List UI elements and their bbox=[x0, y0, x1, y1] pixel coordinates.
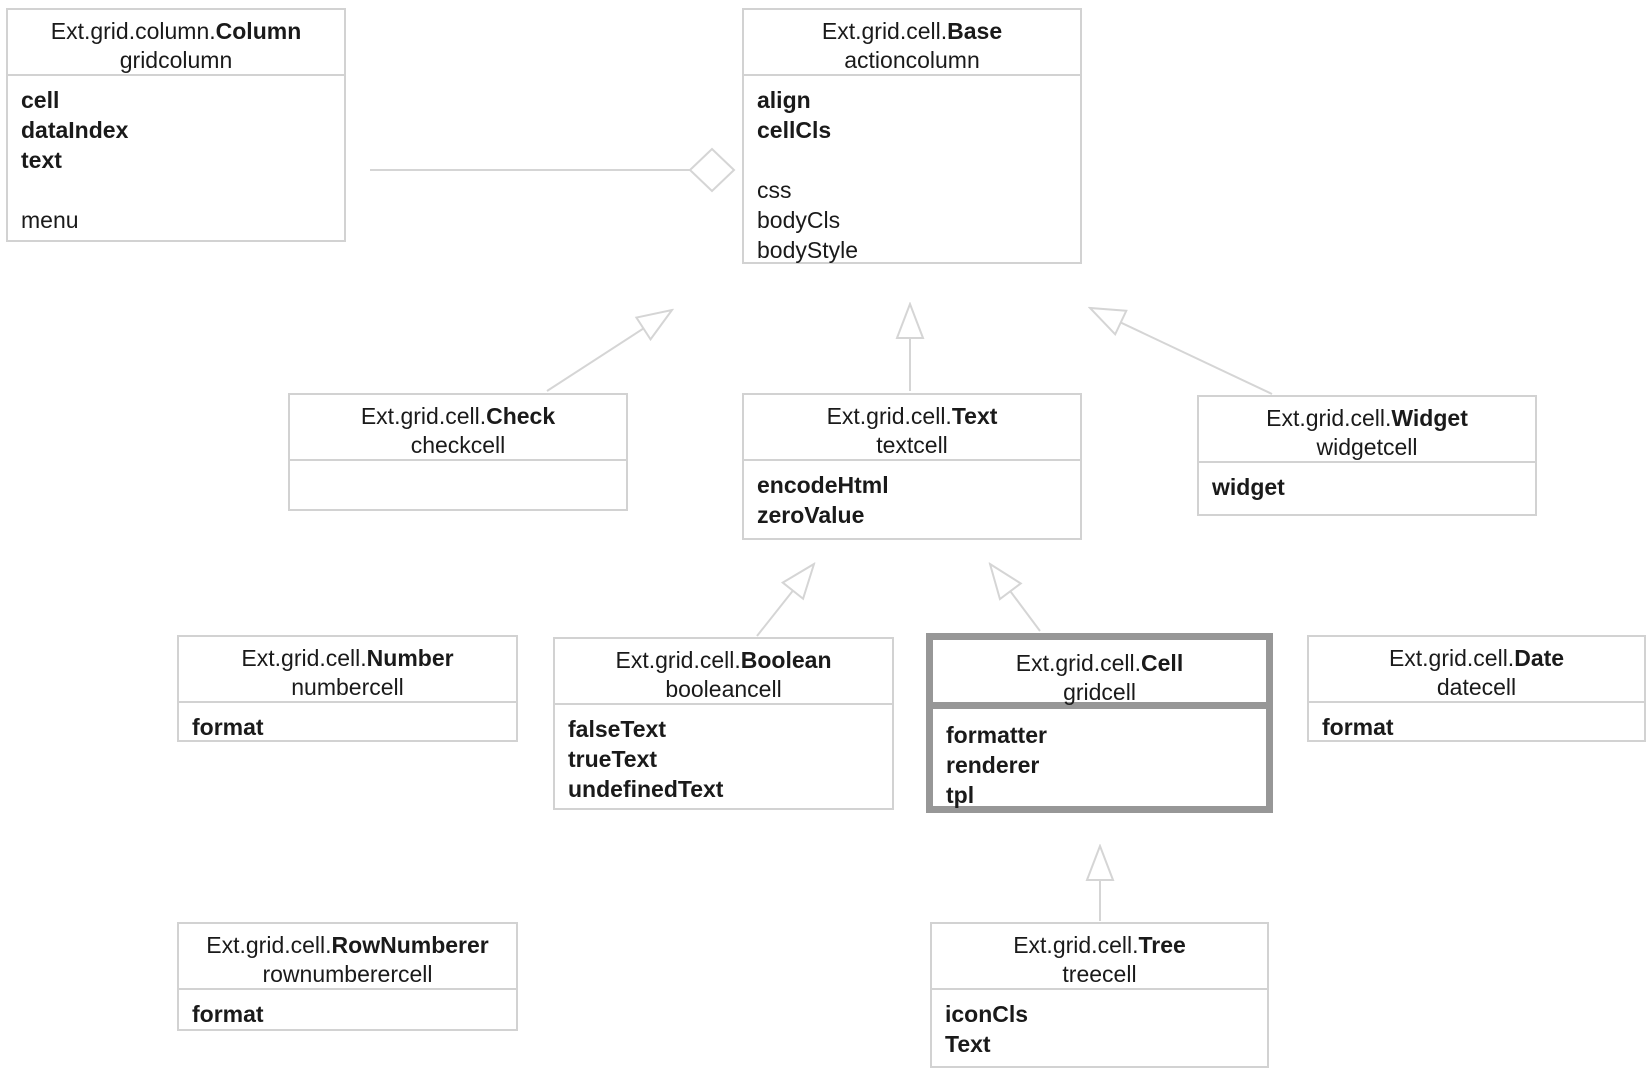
class-xtype: gridcolumn bbox=[119, 47, 233, 73]
class-name: RowNumberer bbox=[331, 932, 489, 958]
class-title-base: Ext.grid.cell.Base actioncolumn bbox=[744, 10, 1080, 76]
class-title-column: Ext.grid.column.Column gridcolumn bbox=[8, 10, 344, 76]
class-prefix: Ext.grid.cell. bbox=[1013, 932, 1139, 958]
class-name: Text bbox=[951, 403, 998, 429]
class-prefix: Ext.grid.cell. bbox=[1266, 405, 1392, 431]
inheritance-arrow-widget-base bbox=[1090, 308, 1273, 395]
class-title-boolean: Ext.grid.cell.Boolean booleancell bbox=[555, 639, 892, 705]
inheritance-arrow-check-base bbox=[546, 310, 672, 392]
class-title-text: Ext.grid.cell.Text textcell bbox=[744, 395, 1080, 461]
property-label: encodeHtml bbox=[757, 472, 889, 498]
class-xtype: textcell bbox=[876, 432, 948, 458]
class-properties-cell: formatter renderer tpl bbox=[933, 709, 1266, 810]
property-label: cellCls bbox=[757, 117, 832, 143]
class-xtype: treecell bbox=[1062, 961, 1137, 987]
property-label: bodyStyle bbox=[757, 237, 859, 263]
property-label: undefinedText bbox=[568, 776, 724, 802]
property-gap bbox=[757, 145, 1074, 175]
class-xtype: rownumberercell bbox=[262, 961, 433, 987]
property-label: align bbox=[757, 87, 811, 113]
class-box-base[interactable]: Ext.grid.cell.Base actioncolumn align cel… bbox=[742, 8, 1082, 264]
class-name: Cell bbox=[1141, 650, 1184, 676]
inheritance-arrow-cell-text bbox=[990, 564, 1041, 632]
property-label: falseText bbox=[568, 716, 667, 742]
class-xtype: widgetcell bbox=[1316, 434, 1418, 460]
class-title-date: Ext.grid.cell.Date datecell bbox=[1309, 637, 1644, 703]
property-label: Text bbox=[945, 1031, 991, 1057]
class-properties-boolean: falseText trueText undefinedText bbox=[555, 705, 892, 804]
property-label: cell bbox=[21, 87, 60, 113]
class-box-boolean[interactable]: Ext.grid.cell.Boolean booleancell falseT… bbox=[553, 637, 894, 810]
class-prefix: Ext.grid.column. bbox=[50, 18, 216, 44]
class-box-rownumberer[interactable]: Ext.grid.cell.RowNumberer rownumberercel… bbox=[177, 922, 518, 1031]
property-label: tpl bbox=[946, 782, 975, 808]
class-box-text[interactable]: Ext.grid.cell.Text textcell encodeHtml ze… bbox=[742, 393, 1082, 540]
class-title-tree: Ext.grid.cell.Tree treecell bbox=[932, 924, 1267, 990]
class-title-widget: Ext.grid.cell.Widget widgetcell bbox=[1199, 397, 1535, 463]
class-title-check: Ext.grid.cell.Check checkcell bbox=[290, 395, 626, 461]
class-box-check[interactable]: Ext.grid.cell.Check checkcell bbox=[288, 393, 628, 511]
property-label: format bbox=[1322, 714, 1394, 740]
class-box-cell[interactable]: Ext.grid.cell.Cell gridcell formatter ren… bbox=[926, 633, 1273, 813]
property-label: dataIndex bbox=[21, 117, 129, 143]
class-name: Boolean bbox=[740, 647, 832, 673]
class-xtype: gridcell bbox=[1063, 679, 1136, 705]
property-label: iconCls bbox=[945, 1001, 1029, 1027]
class-xtype: booleancell bbox=[665, 676, 782, 702]
class-prefix: Ext.grid.cell. bbox=[615, 647, 741, 673]
class-prefix: Ext.grid.cell. bbox=[821, 18, 948, 44]
class-name: Number bbox=[366, 645, 454, 671]
class-properties-number: format bbox=[179, 703, 516, 742]
class-box-widget[interactable]: Ext.grid.cell.Widget widgetcell widget bbox=[1197, 395, 1537, 516]
property-label: text bbox=[21, 147, 62, 173]
class-prefix: Ext.grid.cell. bbox=[241, 645, 367, 671]
class-xtype: actioncolumn bbox=[844, 47, 980, 73]
property-label: trueText bbox=[568, 746, 658, 772]
class-prefix: Ext.grid.cell. bbox=[1015, 650, 1142, 676]
class-name: Column bbox=[215, 18, 302, 44]
class-properties-check bbox=[290, 461, 626, 470]
class-name: Widget bbox=[1391, 405, 1468, 431]
class-name: Base bbox=[947, 18, 1003, 44]
class-title-rownumberer: Ext.grid.cell.RowNumberer rownumberercel… bbox=[179, 924, 516, 990]
class-prefix: Ext.grid.cell. bbox=[360, 403, 487, 429]
class-properties-widget: widget bbox=[1199, 463, 1535, 502]
property-label: zeroValue bbox=[757, 502, 865, 528]
class-box-date[interactable]: Ext.grid.cell.Date datecell format bbox=[1307, 635, 1646, 742]
aggregation-diamond bbox=[688, 147, 736, 193]
class-prefix: Ext.grid.cell. bbox=[206, 932, 332, 958]
property-gap bbox=[21, 175, 338, 205]
class-name: Check bbox=[486, 403, 556, 429]
property-label: renderer bbox=[946, 752, 1040, 778]
class-properties-column: cell dataIndex text menu bbox=[8, 76, 344, 235]
class-name: Date bbox=[1514, 645, 1565, 671]
class-prefix: Ext.grid.cell. bbox=[1388, 645, 1515, 671]
class-xtype: datecell bbox=[1436, 674, 1517, 700]
property-label: format bbox=[192, 714, 264, 740]
class-name: Tree bbox=[1138, 932, 1186, 958]
class-box-column[interactable]: Ext.grid.column.Column gridcolumn cell da… bbox=[6, 8, 346, 242]
class-properties-date: format bbox=[1309, 703, 1644, 742]
class-prefix: Ext.grid.cell. bbox=[826, 403, 952, 429]
property-label: formatter bbox=[946, 722, 1047, 748]
class-title-number: Ext.grid.cell.Number numbercell bbox=[179, 637, 516, 703]
class-properties-base: align cellCls css bodyCls bodyStyle bbox=[744, 76, 1080, 265]
class-properties-rownumberer: format bbox=[179, 990, 516, 1029]
property-label: css bbox=[757, 177, 792, 203]
class-xtype: checkcell bbox=[410, 432, 506, 458]
property-label: bodyCls bbox=[757, 207, 841, 233]
inheritance-arrow-boolean-text bbox=[756, 564, 814, 637]
property-label: widget bbox=[1212, 474, 1285, 500]
property-label: menu bbox=[21, 207, 79, 233]
property-label: format bbox=[192, 1001, 264, 1027]
class-box-number[interactable]: Ext.grid.cell.Number numbercell format bbox=[177, 635, 518, 742]
class-title-cell: Ext.grid.cell.Cell gridcell bbox=[933, 640, 1266, 709]
class-properties-text: encodeHtml zeroValue bbox=[744, 461, 1080, 530]
class-xtype: numbercell bbox=[291, 674, 404, 700]
